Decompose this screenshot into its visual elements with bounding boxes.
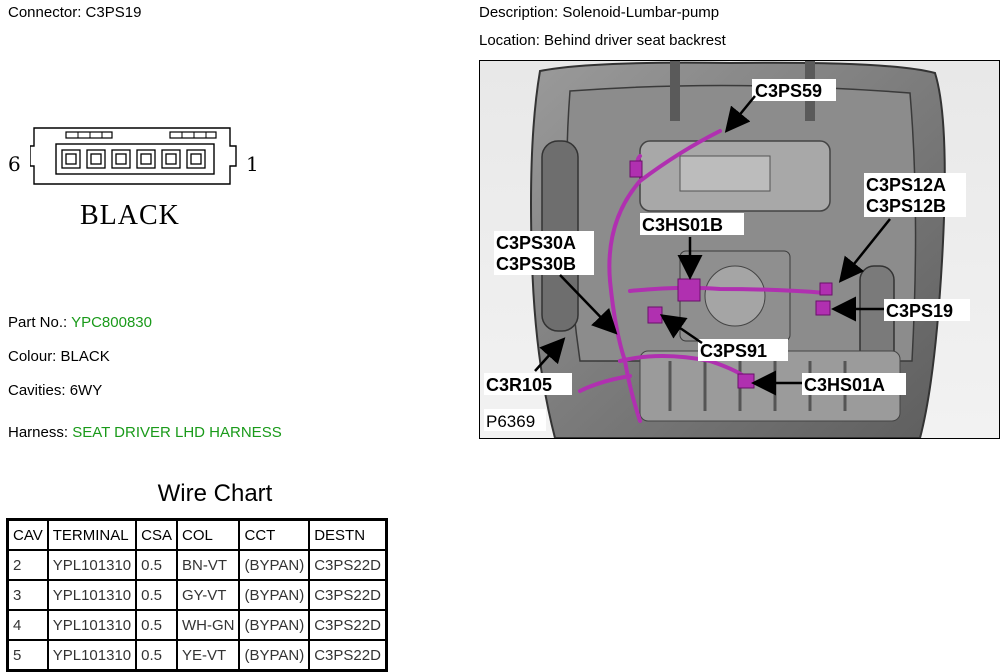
cell-destn: C3PS22D: [308, 639, 388, 672]
table-row: 3 YPL101310 0.5 GY-VT (BYPAN) C3PS22D: [6, 579, 388, 611]
cell-cct: (BYPAN): [238, 609, 311, 641]
cell-csa: 0.5: [135, 639, 178, 672]
cell-destn: C3PS22D: [308, 609, 388, 641]
wire-chart-table: CAV TERMINAL CSA COL CCT DESTN 2 YPL1013…: [6, 518, 388, 672]
callout-c3hs01b: C3HS01B: [642, 215, 723, 235]
col-header-col: COL: [175, 518, 241, 551]
col-header-destn: DESTN: [308, 518, 388, 551]
cell-cav: 2: [6, 549, 49, 581]
callout-c3ps12b: C3PS12B: [866, 196, 946, 216]
cell-terminal: YPL101310: [46, 549, 138, 581]
cavities-row: Cavities: 6WY: [8, 382, 102, 399]
part-number-label: Part No.:: [8, 314, 68, 331]
cavities-label: Cavities:: [8, 382, 66, 399]
wire-chart-title: Wire Chart: [157, 480, 273, 507]
cell-csa: 0.5: [135, 579, 178, 611]
harness-link[interactable]: SEAT DRIVER LHD HARNESS: [72, 424, 282, 441]
cell-cct: (BYPAN): [238, 549, 311, 581]
table-header-row: CAV TERMINAL CSA COL CCT DESTN: [6, 518, 388, 551]
callout-c3r105: C3R105: [486, 375, 552, 395]
table-row: 5 YPL101310 0.5 YE-VT (BYPAN) C3PS22D: [6, 639, 388, 672]
cell-terminal: YPL101310: [46, 609, 138, 641]
location-photo: C3PS59 C3PS12A C3PS12B C3HS01B C3PS30A C…: [479, 60, 1000, 439]
cell-col: BN-VT: [175, 549, 241, 581]
col-header-cct: CCT: [238, 518, 311, 551]
cell-destn: C3PS22D: [308, 549, 388, 581]
colour-label: Colour:: [8, 348, 57, 365]
col-header-csa: CSA: [135, 518, 178, 551]
cell-cct: (BYPAN): [238, 639, 311, 672]
connector-face-diagram: [30, 127, 237, 185]
callout-c3ps12a: C3PS12A: [866, 175, 946, 195]
part-number-row: Part No.: YPC800830: [8, 314, 152, 331]
callout-c3ps30b: C3PS30B: [496, 254, 576, 274]
callout-c3ps91: C3PS91: [700, 341, 767, 361]
cell-csa: 0.5: [135, 609, 178, 641]
connector-colour-text: BLACK: [80, 200, 180, 231]
cell-destn: C3PS22D: [308, 579, 388, 611]
seat-illustration: C3PS59 C3PS12A C3PS12B C3HS01B C3PS30A C…: [480, 61, 999, 438]
cell-col: WH-GN: [175, 609, 241, 641]
cell-col: YE-VT: [175, 639, 241, 672]
table-row: 4 YPL101310 0.5 WH-GN (BYPAN) C3PS22D: [6, 609, 388, 641]
harness-row: Harness: SEAT DRIVER LHD HARNESS: [8, 424, 282, 441]
cell-cav: 5: [6, 639, 49, 672]
pin-number-left: 6: [8, 152, 21, 176]
part-number-link[interactable]: YPC800830: [71, 314, 152, 331]
location-label: Location: Behind driver seat backrest: [479, 32, 726, 49]
cell-cct: (BYPAN): [238, 579, 311, 611]
cell-col: GY-VT: [175, 579, 241, 611]
cavity-group: [61, 149, 206, 169]
cell-terminal: YPL101310: [46, 579, 138, 611]
figure-id: P6369: [486, 412, 535, 431]
table-row: 2 YPL101310 0.5 BN-VT (BYPAN) C3PS22D: [6, 549, 388, 581]
colour-value: BLACK: [60, 348, 110, 365]
callout-c3hs01a: C3HS01A: [804, 375, 885, 395]
col-header-cav: CAV: [6, 518, 49, 551]
description-label: Description: Solenoid-Lumbar-pump: [479, 4, 720, 21]
callout-c3ps30a: C3PS30A: [496, 233, 576, 253]
cell-cav: 4: [6, 609, 49, 641]
cell-csa: 0.5: [135, 549, 178, 581]
callout-c3ps59: C3PS59: [755, 81, 822, 101]
callout-c3ps19: C3PS19: [886, 301, 953, 321]
connector-title: Connector: C3PS19: [8, 4, 142, 21]
cell-terminal: YPL101310: [46, 639, 138, 672]
pin-number-right: 1: [246, 152, 259, 176]
colour-row: Colour: BLACK: [8, 348, 110, 365]
harness-label: Harness:: [8, 424, 69, 441]
cavities-value: 6WY: [69, 382, 103, 399]
col-header-terminal: TERMINAL: [46, 518, 138, 551]
cell-cav: 3: [6, 579, 49, 611]
